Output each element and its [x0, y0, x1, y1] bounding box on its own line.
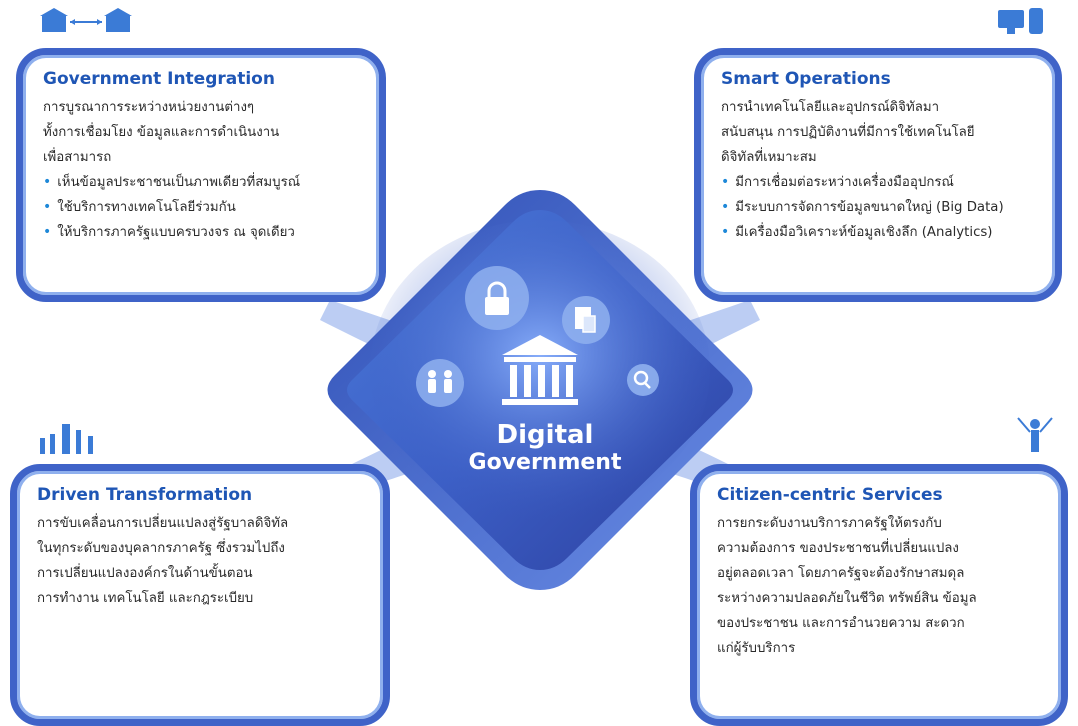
card-line: ทั้งการเชื่อมโยง ข้อมูลและการดำเนินงาน [43, 125, 280, 140]
card-smart-operations: Smart Operations การนำเทคโนโลยีและอุปกรณ… [694, 48, 1062, 302]
bullet-item: มีเครื่องมือวิเคราะห์ข้อมูลเชิงลึก (Anal… [721, 220, 1037, 245]
card-driven-transformation: Driven Transformation การขับเคลื่อนการเป… [10, 464, 390, 726]
card-body: การบูรณาการระหว่างหน่วยงานต่างๆ ทั้งการเ… [43, 95, 361, 170]
center-title-line1: Digital [496, 420, 594, 450]
card-line: การนำเทคโนโลยีและอุปกรณ์ดิจิทัลมา [721, 100, 940, 115]
card-body: การนำเทคโนโลยีและอุปกรณ์ดิจิทัลมา สนับสน… [721, 95, 1037, 170]
card-line: ในทุกระดับของบุคลากรภาครัฐ ซึ่งรวมไปถึง [37, 541, 285, 556]
card-line: การทำงาน เทคโนโลยี และกฎระเบียบ [37, 591, 254, 606]
card-line: อยู่ตลอดเวลา โดยภาครัฐจะต้องรักษาสมดุล [717, 566, 965, 581]
lock-icon [465, 266, 529, 330]
card-citizen-centric-services: Citizen-centric Services การยกระดับงานบร… [690, 464, 1068, 726]
building-exchange-icon [40, 8, 132, 32]
document-icon [562, 296, 610, 344]
card-line: ของประชาชน และการอำนวยความ สะดวก [717, 616, 965, 631]
card-line: เพื่อสามารถ [43, 150, 112, 165]
card-line: แก่ผู้รับบริการ [717, 641, 796, 656]
search-icon [627, 364, 659, 396]
bullet-list: เห็นข้อมูลประชาชนเป็นภาพเดียวที่สมบูรณ์ … [43, 170, 361, 245]
card-line: การบูรณาการระหว่างหน่วยงานต่างๆ [43, 100, 255, 115]
card-line: การขับเคลื่อนการเปลี่ยนแปลงสู่รัฐบาลดิจิ… [37, 516, 289, 531]
card-title: Driven Transformation [37, 485, 253, 505]
computer-phone-icon [998, 8, 1043, 34]
people-icon [416, 359, 464, 407]
bullet-list: มีการเชื่อมต่อระหว่างเครื่องมืออุปกรณ์ ม… [721, 170, 1037, 245]
center-title: Digital Government [430, 420, 660, 476]
card-body: การขับเคลื่อนการเปลี่ยนแปลงสู่รัฐบาลดิจิ… [37, 511, 365, 611]
card-line: การยกระดับงานบริการภาครัฐให้ตรงกับ [717, 516, 942, 531]
card-line: ระหว่างความปลอดภัยในชีวิต ทรัพย์สิน ข้อม… [717, 591, 977, 606]
center-title-line2: Government [468, 450, 622, 475]
bullet-item: ให้บริการภาครัฐแบบครบวงจร ณ จุดเดียว [43, 220, 361, 245]
card-line: ความต้องการ ของประชาชนที่เปลี่ยนแปลง [717, 541, 959, 556]
card-government-integration: Government Integration การบูรณาการระหว่า… [16, 48, 386, 302]
bullet-item: มีการเชื่อมต่อระหว่างเครื่องมืออุปกรณ์ [721, 170, 1037, 195]
card-title: Smart Operations [721, 69, 891, 89]
bullet-item: มีระบบการจัดการข้อมูลขนาดใหญ่ (Big Data) [721, 195, 1037, 220]
card-title: Citizen-centric Services [717, 485, 943, 505]
people-growth-icon [40, 424, 93, 454]
card-line: การเปลี่ยนแปลงองค์กรในด้านขั้นตอน [37, 566, 253, 581]
person-network-icon [1017, 417, 1053, 452]
card-line: สนับสนุน การปฏิบัติงานที่มีการใช้เทคโนโล… [721, 125, 975, 140]
bullet-item: เห็นข้อมูลประชาชนเป็นภาพเดียวที่สมบูรณ์ [43, 170, 361, 195]
card-body: การยกระดับงานบริการภาครัฐให้ตรงกับ ความต… [717, 511, 1043, 661]
government-building-icon [502, 335, 578, 405]
card-line: ดิจิทัลที่เหมาะสม [721, 150, 817, 165]
card-title: Government Integration [43, 69, 275, 89]
bullet-item: ใช้บริการทางเทคโนโลยีร่วมกัน [43, 195, 361, 220]
